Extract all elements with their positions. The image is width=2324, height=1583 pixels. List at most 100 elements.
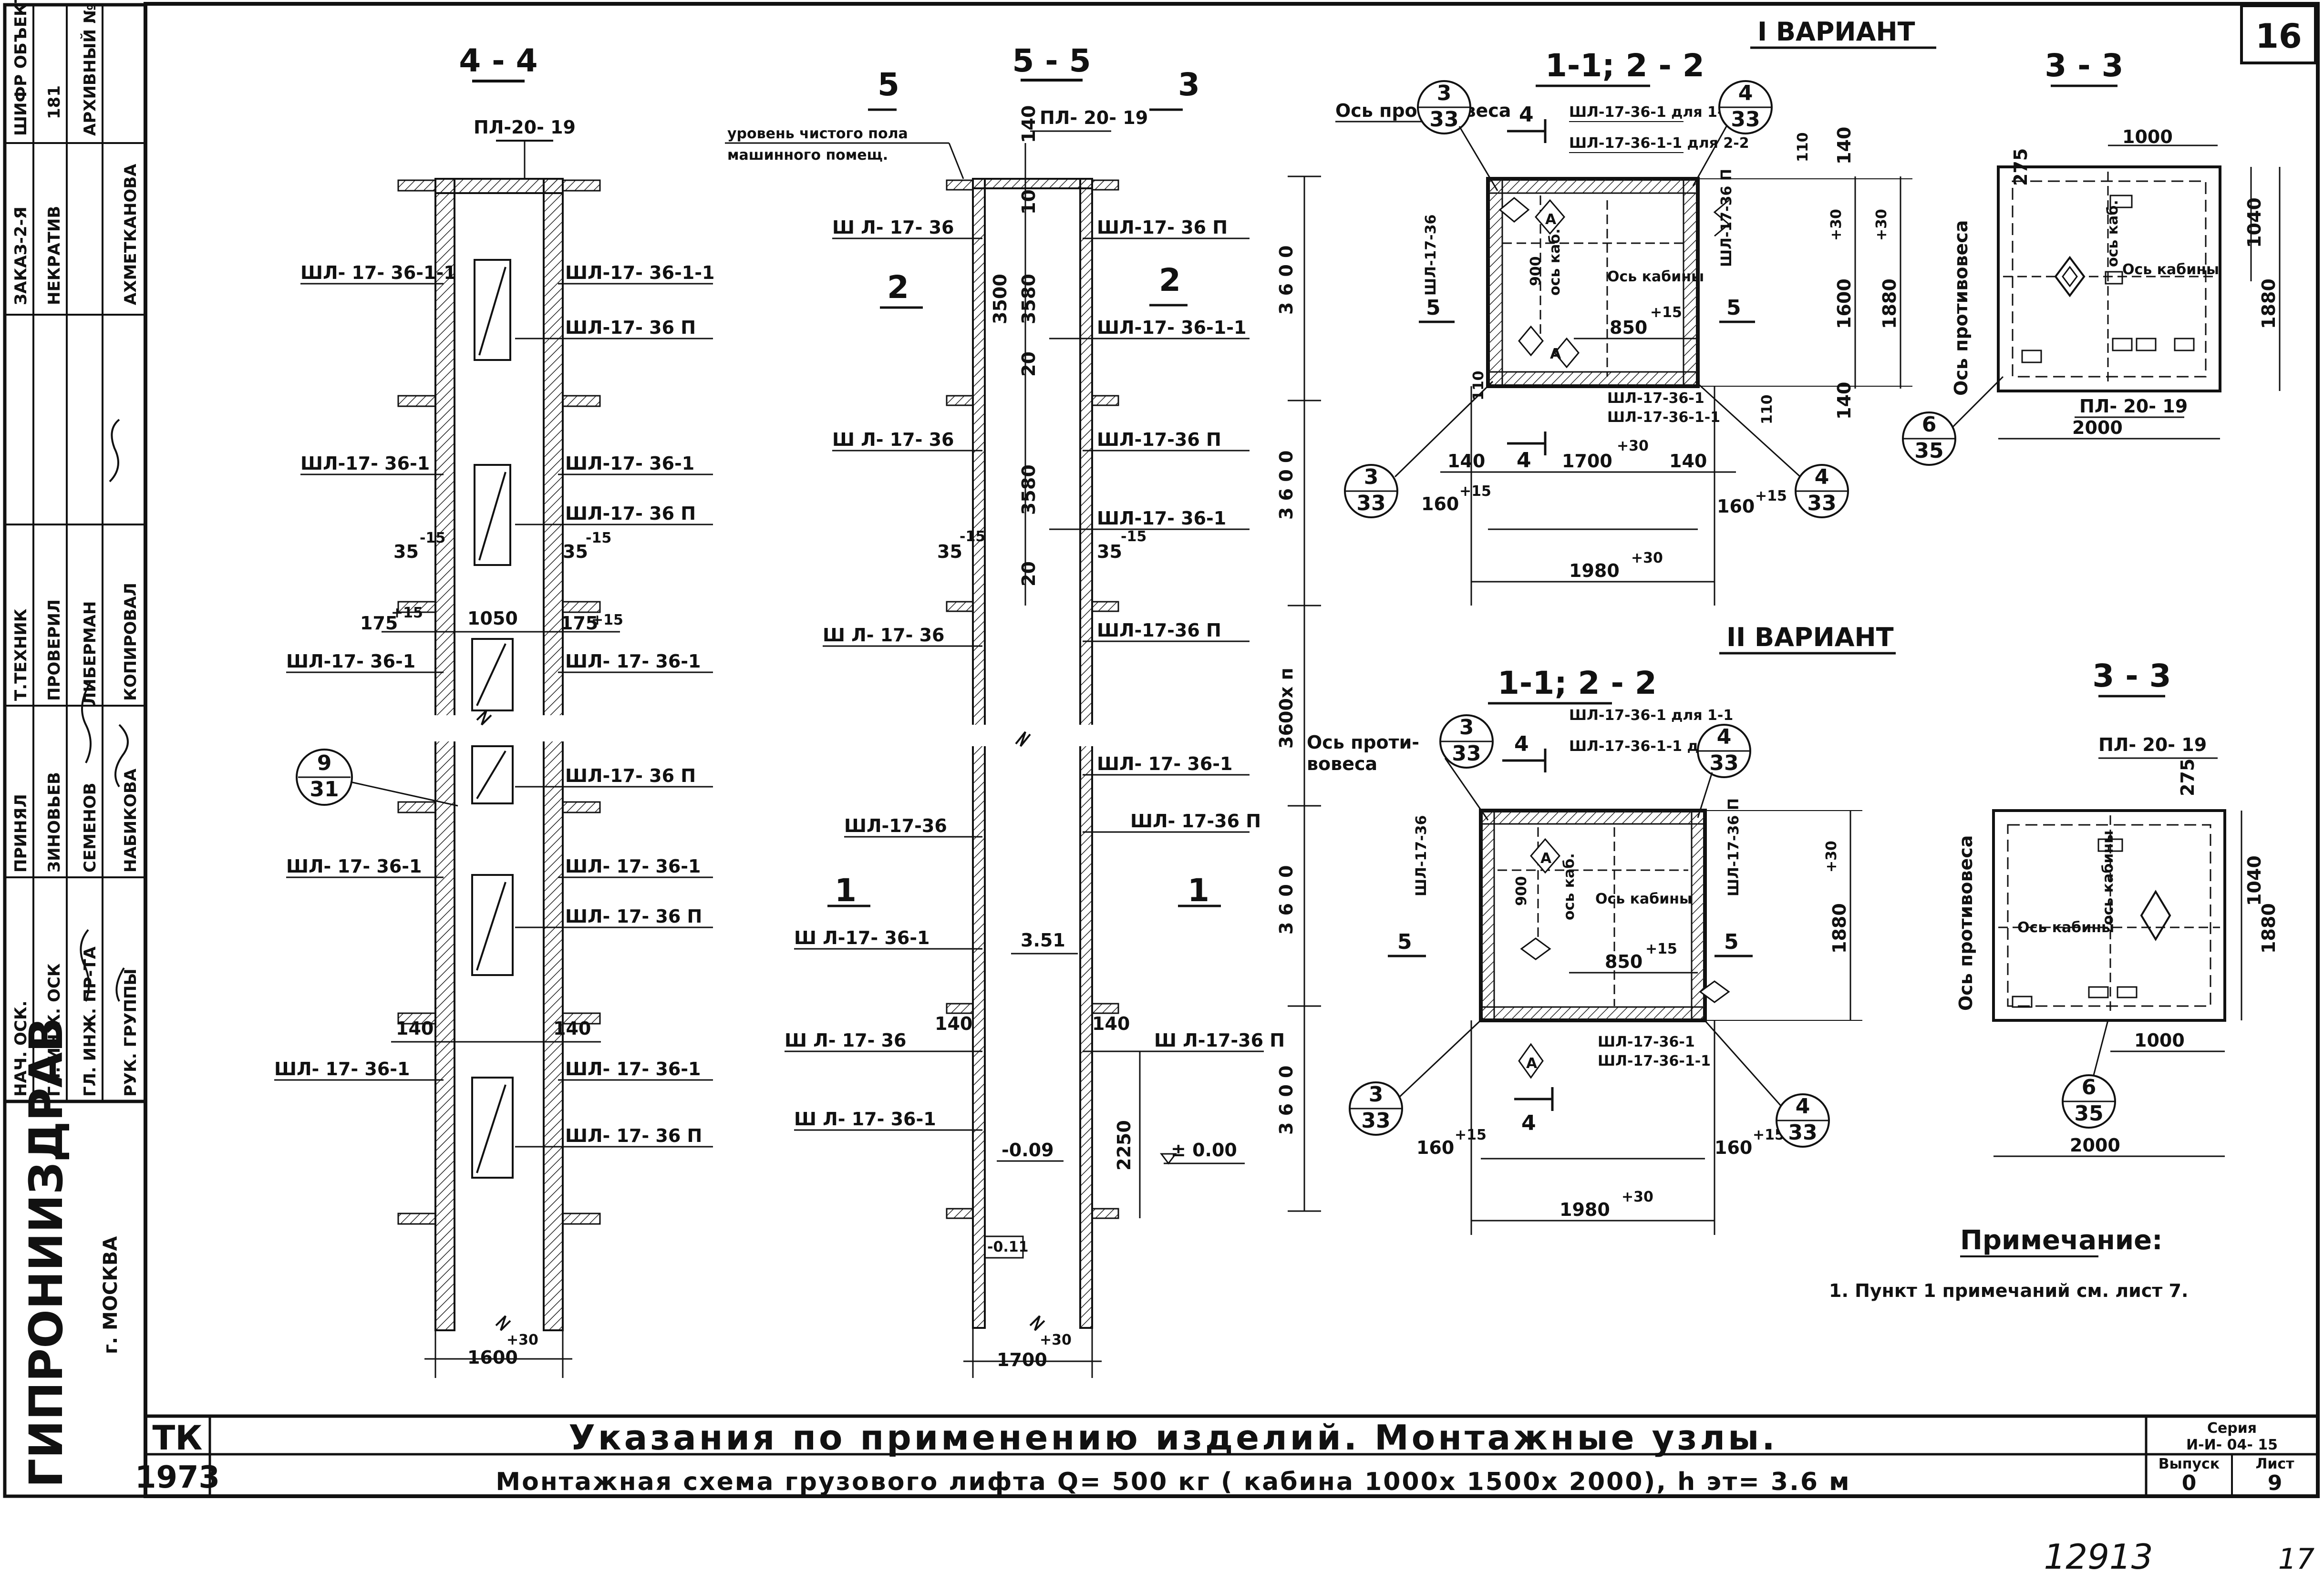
s55-dim-2250: 2250 [1114, 1120, 1135, 1171]
s44-left-label-1: ШЛ- 17- 36-1-1 [300, 262, 456, 283]
v2-lbl-bottom-2: ШЛ-17-36-1-1 [1598, 1053, 1711, 1069]
v2-callout-b2-top: 4 [1796, 1094, 1810, 1119]
s55-right-label-6: ШЛ- 17- 36-1 [1097, 753, 1232, 774]
v1-axis-cab: ось каб. [1547, 228, 1563, 296]
s55-cut-2: 2 [887, 269, 909, 306]
v2-tol-15-a: +15 [1455, 1127, 1487, 1143]
v2-callout-b-bot: 33 [1709, 751, 1738, 775]
s44-bottom-dim: 1600 [467, 1347, 518, 1368]
v2-callout-b-top: 4 [1717, 725, 1732, 749]
s55-right-label-7: ШЛ- 17-36 П [1130, 811, 1261, 832]
stamp-col-2-extra: АХМЕТКАНОВА [121, 164, 140, 305]
v1-tol-15-a: +15 [1459, 483, 1491, 500]
s55-dim-140-l: 140 [935, 1013, 972, 1034]
v1-33-counterweight: Ось противовеса [1951, 220, 1972, 396]
org-name: ГИПРОНИИЗДРАВ [20, 1018, 73, 1488]
s55-elev-minus009: -0.09 [1002, 1140, 1054, 1161]
s55-right-label-4: ШЛ-17- 36-1 [1097, 508, 1226, 529]
s55-dim-20-a: 20 [1018, 351, 1039, 377]
tb-line-2: Монтажная схема грузового лифта Q= 500 к… [496, 1468, 1850, 1496]
variant-2-title: II ВАРИАНТ [1726, 622, 1894, 652]
v1-lbl-left: ШЛ-17-36 [1423, 215, 1439, 296]
v1-dim-110-top: 110 [1795, 132, 1811, 162]
s55-tol-left: -15 [960, 528, 985, 545]
section-4-4-title: 4 - 4 [459, 42, 537, 79]
v1-callout-a2-bot: 33 [1356, 491, 1385, 515]
s44-dim-140-right: 140 [553, 1018, 591, 1039]
s44-dim-140-left: 140 [396, 1018, 434, 1039]
s55-dim-10: 10 [1018, 189, 1039, 215]
s55-left-label-6: Ш Л- 17- 36 [785, 1030, 907, 1051]
v2-cut-5-right: 5 [1724, 930, 1739, 954]
v1-lbl-top-1: ШЛ-17-36-1 для 1-1 [1569, 104, 1733, 121]
stamp-text: ШИФР ОБЪЕКТА 181 АРХИВНЫЙ № ЗАКАЗ-2-Я НЕ… [11, 0, 140, 1488]
v2-dim-1880: 1880 [1829, 903, 1850, 954]
s55-dim-3500: 3500 [990, 274, 1011, 324]
stamp-col-1-label: ШИФР ОБЪЕКТА [11, 0, 31, 136]
v2-33-axis-cabin: Ось кабины [2017, 919, 2114, 936]
stamp-col-5-value: ЗИНОВЬЕВ [45, 772, 64, 873]
v1-callout-a-bot: 33 [1429, 107, 1458, 132]
v1-dim-1700: 1700 [1562, 451, 1612, 472]
s55-dim-3580-b: 3580 [1018, 464, 1039, 515]
tb-series-label: Серия [2207, 1420, 2257, 1437]
section-4-4: 4 - 4 ПЛ-20- 19 ШЛ- [274, 42, 714, 1378]
s44-callout-top: 9 [317, 751, 332, 775]
tb-sheet-value: 9 [2268, 1471, 2283, 1495]
tb-line-1: Указания по применению изделий. Монтажны… [568, 1418, 1777, 1458]
stamp-col-7-value: ГЛ. ИНЖ. ОСК [45, 963, 64, 1097]
s55-left-label-1: Ш Л- 17- 36 [832, 217, 954, 238]
s44-tol-15-a: +15 [391, 605, 423, 621]
s55-left-label-2: Ш Л- 17- 36 [832, 429, 954, 450]
v1-lbl-bottom-1: ШЛ-17-36-1 [1607, 390, 1704, 407]
s44-right-label-2: ШЛ-17- 36 П [565, 317, 696, 338]
stamp-col-8-label: РУК. ГРУППЫ [121, 968, 140, 1097]
v1-33-callout-bot: 35 [1914, 439, 1943, 463]
v2-lbl-top-1: ШЛ-17-36-1 для 1-1 [1569, 707, 1733, 724]
s55-elev-minus011: -0.11 [987, 1239, 1028, 1255]
v2-axis-cab: ось каб. [1561, 853, 1578, 920]
section-4-4-top-label: ПЛ-20- 19 [474, 117, 576, 138]
s44-dim-175-left: 175 [360, 613, 398, 634]
s44-right-label-6: ШЛ-17- 36 П [565, 765, 696, 786]
s55-cut-left: 5 [878, 66, 899, 103]
stamp-col-1-value: 181 [45, 85, 64, 119]
v1-33-pl-label: ПЛ- 20- 19 [2079, 396, 2188, 417]
v1-dim-110-right: 110 [1759, 394, 1776, 424]
v2-plan-title: 1-1; 2 - 2 [1498, 665, 1657, 701]
s44-right-label-7: ШЛ- 17- 36-1 [565, 856, 701, 877]
stamp-col-5-label: ПРИНЯЛ [11, 794, 31, 873]
s44-right-label-3: ШЛ-17- 36-1 [565, 453, 694, 474]
v2-cut-4-bottom: 4 [1521, 1111, 1536, 1135]
s44-left-label-2: ШЛ-17- 36-1 [300, 453, 430, 474]
v1-callout-a-top: 3 [1437, 81, 1452, 105]
s44-left-label-3: ШЛ-17- 36-1 [286, 651, 415, 672]
v2-dim-160-l: 160 [1416, 1137, 1454, 1158]
s55-cut-1: 1 [835, 872, 857, 909]
v1-dim-850: 850 [1610, 317, 1647, 338]
s44-right-label-4: ШЛ-17- 36 П [565, 503, 696, 524]
v2-lbl-right: ШЛ-17-36 П [1725, 798, 1742, 896]
s44-dim-175-right: 175 [560, 613, 598, 634]
v1-cut-4-bottom: 4 [1517, 448, 1531, 473]
v2-callout-a2-top: 3 [1369, 1082, 1384, 1107]
s55-top-label: ПЛ- 20- 19 [1040, 107, 1148, 128]
s55-vdim-3600-1: 3 6 0 0 [1276, 246, 1297, 315]
v1-dim-160-l: 160 [1421, 493, 1459, 514]
v2-axis-cabin: Ось кабины [1595, 891, 1692, 907]
s55-dim-35-left: 35 [937, 541, 962, 562]
v2-tol-15: +15 [1645, 941, 1677, 957]
s55-floor-note-1: уровень чистого пола [727, 125, 908, 142]
s55-dim-140-r: 140 [1092, 1013, 1130, 1034]
v1-33-dim-1880: 1880 [2258, 278, 2279, 329]
v1-33-dim-2000: 2000 [2072, 417, 2123, 438]
stamp-col-4-label: Т.ТЕХНИК [11, 608, 31, 701]
v1-callout-b-top: 4 [1738, 81, 1753, 105]
s55-left-label-3: Ш Л- 17- 36 [823, 625, 945, 646]
v1-dim-160-r: 160 [1717, 496, 1755, 517]
v2-33-dim-1880: 1880 [2258, 903, 2279, 954]
v2-tag-a-1: А [1540, 850, 1552, 867]
stamp-col-6-extra: НАБИКОВА [121, 768, 140, 873]
note-text: 1. Пункт 1 примечаний см. лист 7. [1829, 1280, 2188, 1301]
